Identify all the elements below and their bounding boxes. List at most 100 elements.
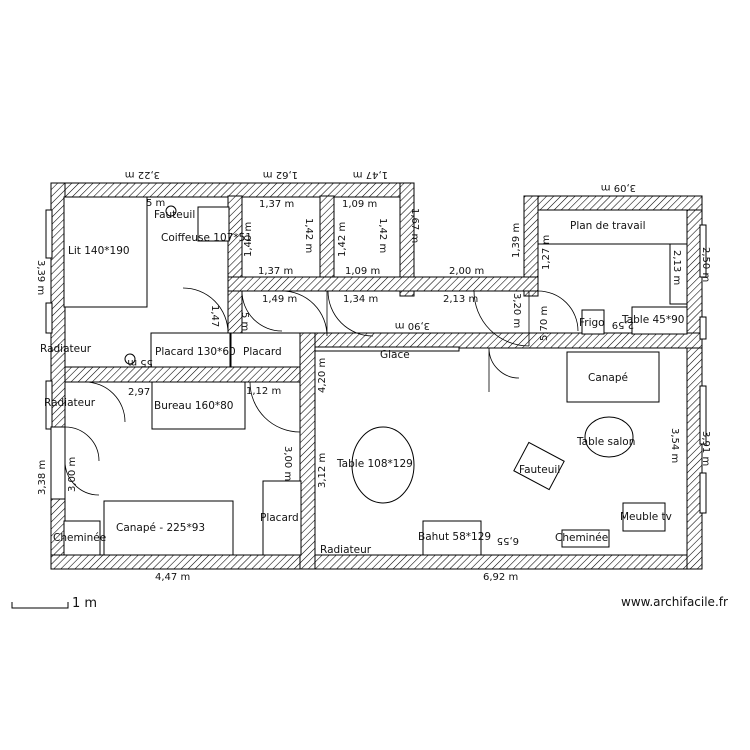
dim-339: 3,39 m <box>35 260 46 295</box>
dim-142c: 1,42 m <box>337 222 348 257</box>
wall-wc-divider <box>319 195 335 283</box>
glace <box>314 346 460 352</box>
dim-570: 5,70 m <box>539 306 550 341</box>
dim-140: 1,40 m <box>243 222 254 257</box>
dim-142b: 1,42 m <box>377 218 388 253</box>
room-labels: Lit 140*190 Fauteuil Coiffeuse 107*51 Ra… <box>40 209 684 556</box>
label-placard-right: Placard <box>260 512 299 524</box>
label-coiffeuse: Coiffeuse 107*51 <box>161 232 252 244</box>
door-office-2 <box>249 381 301 446</box>
plan-de-travail <box>537 209 688 245</box>
label-fauteuil-right: Fauteuil <box>519 464 560 476</box>
dim-109: 1,09 m <box>342 199 377 210</box>
dim-213b: 2,13 m <box>671 250 682 285</box>
left-wall-cabinet <box>50 426 66 500</box>
label-canape-left: Canapé - 225*93 <box>116 522 205 534</box>
label-table-108: Table 108*129 <box>336 458 413 470</box>
meuble-tv <box>622 502 666 532</box>
window-right-top <box>699 224 707 278</box>
label-radiateur-1: Radiateur <box>40 343 92 355</box>
canape-right <box>566 351 660 403</box>
dim-137: 1,37 m <box>259 199 294 210</box>
dim-213: 2,13 m <box>443 294 478 305</box>
bureau <box>151 381 246 430</box>
wall-corridor-bottom <box>299 332 703 349</box>
dim-127: 1,27 m <box>541 235 552 270</box>
dim-top-162: 1,62 m <box>263 169 298 180</box>
dim-bottom-692: 6,92 m <box>483 572 518 583</box>
cheminee-right <box>561 529 610 548</box>
label-frigo: Frigo <box>579 317 605 329</box>
label-cheminee-left: Cheminée <box>53 532 106 544</box>
scale-label: 1 m <box>72 596 98 611</box>
label-lit: Lit 140*190 <box>68 245 130 257</box>
label-plan-travail: Plan de travail <box>570 220 646 232</box>
dim-200: 2,00 m <box>449 266 484 277</box>
dim-137b: 1,37 m <box>258 266 293 277</box>
bed <box>63 196 148 308</box>
table-45 <box>631 306 688 335</box>
dim-top-309: 3,09 m <box>601 182 636 193</box>
furniture <box>50 196 688 556</box>
dim-top-322: 3,22 m <box>125 169 160 180</box>
label-bahut: Bahut 58*129 <box>418 531 491 543</box>
label-fauteuil-top: Fauteuil <box>154 209 195 221</box>
dim-250: 2,50 m <box>700 247 711 282</box>
dim-top-147: 1,47 m <box>353 169 388 180</box>
dim-390: 3,90 m <box>395 320 430 331</box>
bahut <box>422 520 482 556</box>
dim-149: 1,49 m <box>262 294 297 305</box>
dim-300a: 3,00 m <box>282 446 293 481</box>
wall-top-right <box>523 195 703 211</box>
dim-300b: 3,00 m <box>67 457 78 492</box>
dim-134: 1,34 m <box>343 294 378 305</box>
canape-left <box>103 500 234 556</box>
wall-corridor-top <box>227 276 539 292</box>
label-meuble-tv: Meuble tv <box>620 511 672 523</box>
scale-bar <box>11 602 69 609</box>
window-right-mid <box>699 316 707 340</box>
radiator-marker <box>124 353 136 365</box>
wall-living-left <box>299 332 316 570</box>
wall-kitchen-left <box>523 195 539 297</box>
kitchen-counter-right <box>669 243 688 305</box>
dim-391: 3,91 m <box>700 431 711 466</box>
wall-bedroom-bottom <box>64 366 311 383</box>
dim-259: 2,59 <box>612 319 634 330</box>
placard-130 <box>150 332 231 368</box>
windows <box>45 209 707 514</box>
doors <box>64 287 579 496</box>
label-cheminee-right: Cheminée <box>555 532 608 544</box>
table-salon <box>584 416 634 458</box>
table-108 <box>351 426 415 504</box>
label-table-45: Table 45*90 <box>621 314 684 326</box>
wall-top-left <box>50 182 415 198</box>
door-office <box>84 381 126 423</box>
door-bath <box>241 290 283 332</box>
site-watermark: www.archifacile.fr <box>621 595 728 609</box>
dim-55: 55 m <box>127 357 153 368</box>
label-placard-130: Placard 130*60 <box>155 346 236 358</box>
window-right-low <box>699 385 707 445</box>
window-left-top <box>45 209 53 259</box>
dim-338: 3,38 m <box>37 460 48 495</box>
frigo <box>581 309 605 335</box>
window-left-mid <box>45 302 53 334</box>
placard-right <box>262 480 302 556</box>
label-radiateur-3: Radiateur <box>320 544 372 556</box>
door-kitchen-side <box>537 290 579 332</box>
door-left <box>64 426 100 496</box>
label-canape-right: Canapé <box>588 372 628 384</box>
door-bedroom <box>182 287 229 334</box>
door-wc <box>281 290 328 337</box>
dim-420: 4,20 m <box>317 358 328 393</box>
window-left-low <box>45 380 53 430</box>
dim-bottom-447: 4,47 m <box>155 572 190 583</box>
dim-167: 1,67 m <box>409 208 420 243</box>
dimensions: 3,22 m 1,62 m 1,47 m 3,09 m 3,90 m 6,55 … <box>35 169 711 583</box>
wall-left <box>50 182 66 570</box>
dim-5: 5 m <box>146 198 165 209</box>
dim-147: 1,47 <box>209 305 220 327</box>
dim-655: 6,55 <box>497 535 519 546</box>
